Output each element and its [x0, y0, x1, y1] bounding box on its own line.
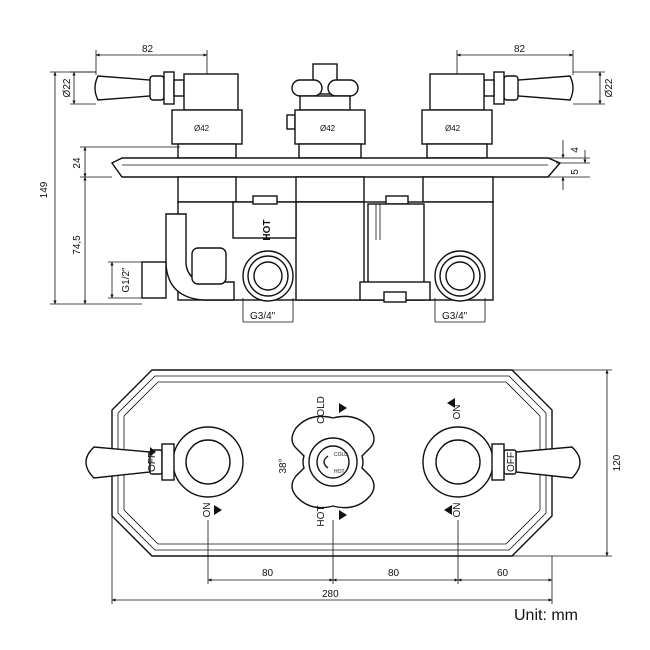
right-lever-handle: [429, 71, 574, 111]
dim-5: 5: [570, 169, 581, 175]
dim-82-left: 82: [142, 44, 154, 55]
handle-dia-left-dim: Ø22: [62, 71, 96, 105]
dim-280: 280: [322, 589, 339, 600]
dim-4: 4: [570, 147, 581, 153]
top-dimension-left: 82: [95, 44, 208, 80]
on-bottom-left-label: ON: [202, 503, 213, 518]
handle-dia-right-dim: Ø22: [573, 71, 615, 105]
off-right-label: OFF: [506, 452, 517, 472]
on-bottom-right-label: ON: [452, 503, 463, 518]
dim-dia22-right: Ø22: [604, 78, 615, 97]
dim-82-right: 82: [514, 44, 526, 55]
dim-80-b: 80: [388, 568, 400, 579]
front-left-control: OFF: [85, 426, 244, 498]
off-left-label: OFF: [147, 452, 158, 472]
dim-120: 120: [612, 454, 623, 471]
height-dims: 149 24 74,5 G1/2": [39, 71, 180, 305]
cold-label: COLD: [316, 396, 327, 424]
dial-cold-label: COLD: [334, 452, 348, 458]
dim-g34-left: G3/4": [250, 311, 276, 322]
dim-dia42-left: Ø42: [194, 124, 210, 133]
left-lever-handle: [94, 71, 239, 111]
plate-dims: 4 5: [548, 140, 590, 190]
dim-74-5: 74,5: [72, 235, 83, 255]
dim-g34-right: G3/4": [442, 311, 468, 322]
front-spacing-dims: 80 80 60 280 120: [111, 369, 623, 604]
hot-label: HOT: [316, 505, 327, 526]
dim-dia42-right: Ø42: [445, 124, 461, 133]
collar-middle: Ø42: [294, 109, 366, 159]
outlet-left: [242, 250, 294, 302]
hot-side-label: HOT: [262, 219, 273, 240]
dim-60: 60: [497, 568, 509, 579]
dim-24: 24: [72, 157, 83, 169]
front-center-dial: COLD HOT COLD HOT 38°: [278, 396, 375, 527]
outlet-right-dim: G3/4": [434, 298, 486, 323]
dial-hot-label: HOT: [334, 469, 345, 475]
outlet-left-dim: G3/4": [242, 298, 294, 323]
collar-left: Ø42: [171, 109, 243, 159]
dim-g12: G1/2": [121, 267, 132, 293]
front-view: OFF OFF COLD HOT COLD HOT 38° ON: [85, 369, 623, 604]
center-cross-handle: [286, 63, 359, 130]
side-elevation: 82 82 Ø22 Ø22: [39, 44, 615, 323]
side-inlet-pipe: [141, 213, 235, 301]
angle-label: 38°: [278, 458, 289, 473]
outlet-right: [434, 250, 486, 302]
dim-149: 149: [39, 181, 50, 198]
collar-right: Ø42: [421, 109, 493, 159]
on-top-right-label: ON: [452, 405, 463, 420]
front-right-control: OFF: [422, 426, 581, 498]
unit-note: Unit: mm: [514, 607, 578, 624]
dim-80-a: 80: [262, 568, 274, 579]
dim-dia42-mid: Ø42: [320, 124, 336, 133]
dim-dia22-left: Ø22: [62, 78, 73, 97]
faceplate-side: [110, 157, 562, 178]
